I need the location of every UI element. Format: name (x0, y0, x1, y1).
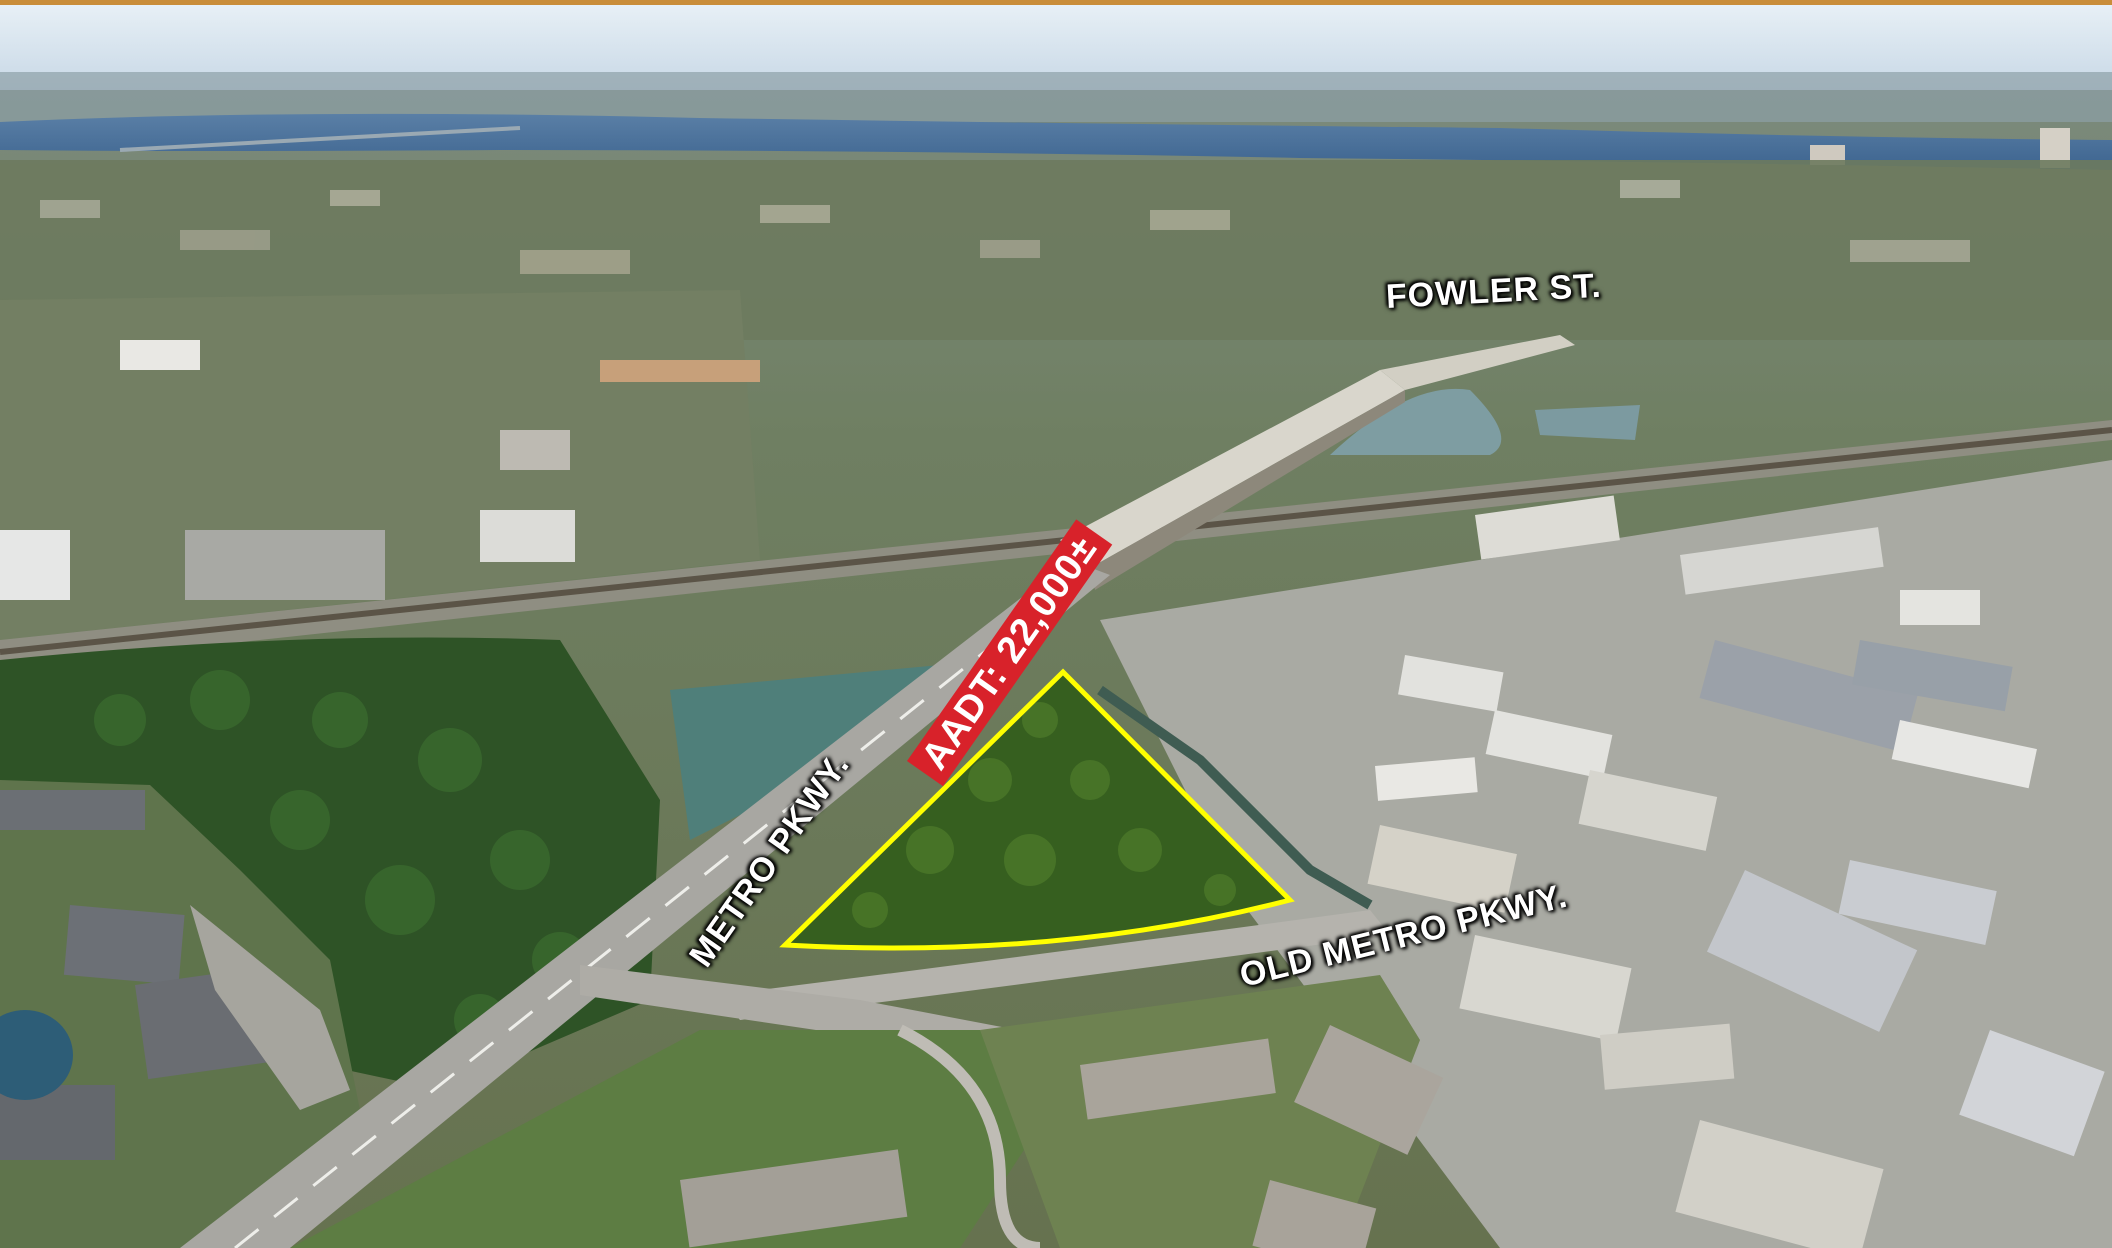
forest (0, 637, 660, 1090)
warehouse-left (0, 530, 70, 600)
old-metro-road (720, 910, 1390, 1020)
subject-site-texture (852, 702, 1236, 928)
top-border (0, 0, 2112, 5)
parking-left (190, 905, 350, 1110)
flyover-ramp (1380, 335, 1575, 390)
lawn-east (980, 975, 1420, 1248)
flyover-deck (1060, 370, 1405, 568)
apartment-1 (0, 790, 145, 830)
parking-lot (185, 530, 385, 600)
warehouse-center (480, 510, 575, 562)
distant-shore (0, 72, 2112, 122)
industrial-buildings (1367, 495, 2105, 1248)
pond-upper-right (1535, 405, 1640, 440)
roof-white (120, 340, 200, 370)
building-south-3 (1252, 1179, 1377, 1248)
urban-roofs-far (40, 180, 1970, 274)
roundabout-road (897, 1024, 1041, 1248)
pond-left (0, 1010, 73, 1100)
pond-center (670, 665, 940, 840)
apartment-2 (63, 905, 185, 985)
distant-bridge (119, 126, 521, 152)
pond-upper (1330, 388, 1502, 455)
building-south-2 (1294, 1025, 1444, 1155)
river (0, 113, 2112, 170)
roof-gray (500, 430, 570, 470)
subject-site (785, 672, 1290, 948)
canal (1097, 685, 1373, 910)
roof-terracotta (600, 360, 760, 382)
metro-pkwy-road (180, 560, 1110, 1248)
building-south-4 (680, 1149, 908, 1248)
flyover-side (1090, 390, 1405, 590)
metro-pkwy-centerline (234, 566, 1091, 1248)
railway (0, 427, 2112, 655)
site-outline (779, 668, 1295, 951)
building-south-1 (1079, 1038, 1276, 1120)
